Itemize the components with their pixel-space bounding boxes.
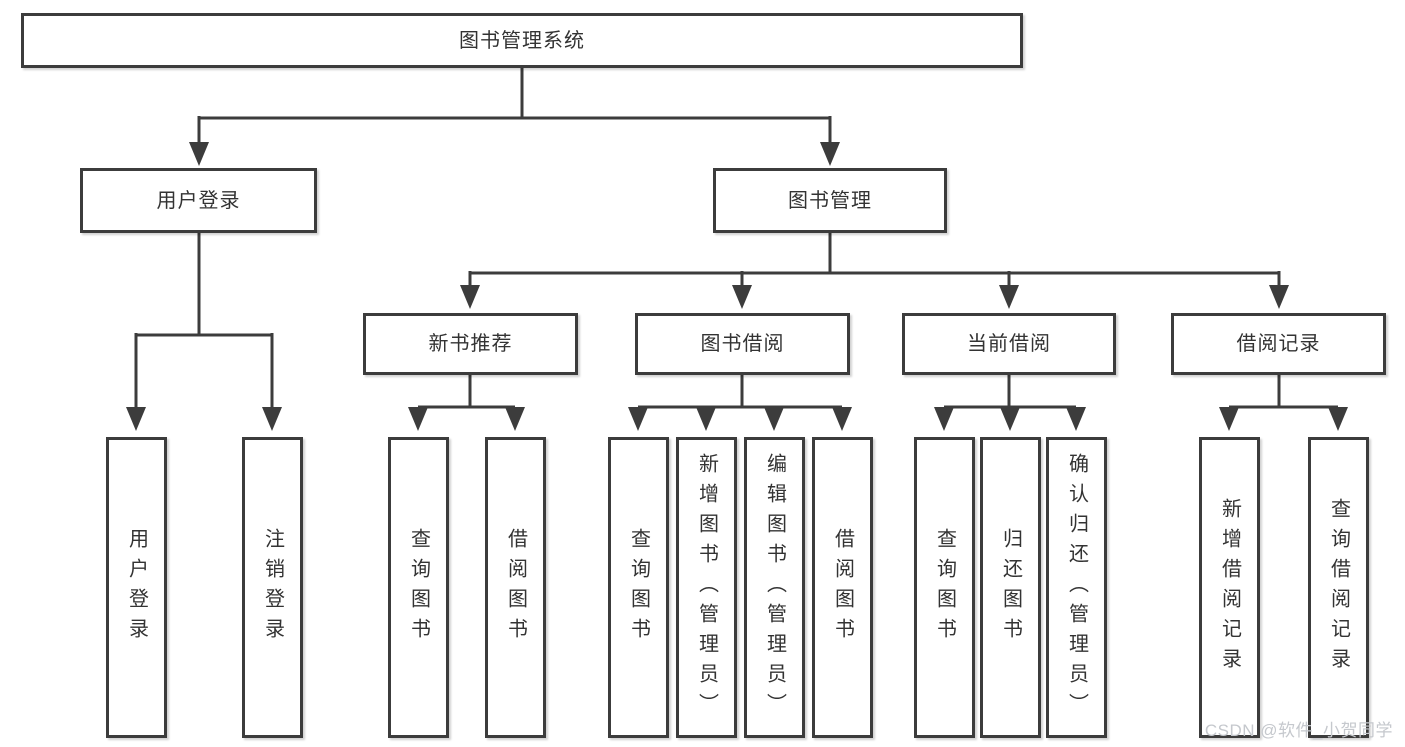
leaf-cur-return-books: 归还图书	[980, 437, 1041, 738]
node-user-login-label: 用户登录	[156, 189, 241, 212]
node-borrow-records-label: 借阅记录	[1236, 333, 1321, 355]
leaf-bw-edit-books-admin: 编辑图书（管理员）	[744, 437, 805, 738]
leaf-nb-borrow-books: 借阅图书	[485, 437, 546, 738]
node-book-borrow: 图书借阅	[635, 313, 850, 375]
leaf-bw-edit-books-admin-label: 编辑图书（管理员）	[763, 452, 786, 723]
leaf-bw-borrow-books: 借阅图书	[812, 437, 873, 738]
leaf-nb-borrow-books-label: 借阅图书	[504, 527, 527, 648]
leaf-cur-query-books: 查询图书	[914, 437, 975, 738]
leaf-bw-borrow-books-label: 借阅图书	[831, 527, 854, 648]
node-book-management-label: 图书管理	[788, 189, 872, 212]
leaf-bw-add-books-admin-label: 新增图书（管理员）	[695, 452, 718, 723]
leaf-logout: 注销登录	[242, 437, 303, 738]
node-current-borrow-label: 当前借阅	[967, 333, 1051, 355]
node-borrow-records: 借阅记录	[1171, 313, 1386, 375]
node-user-login: 用户登录	[80, 168, 317, 233]
node-library-system: 图书管理系统	[21, 13, 1023, 68]
leaf-logout-label: 注销登录	[261, 527, 284, 648]
leaf-cur-confirm-return-admin-label: 确认归还（管理员）	[1065, 452, 1088, 723]
leaf-cur-confirm-return-admin: 确认归还（管理员）	[1046, 437, 1107, 738]
leaf-nb-query-books-label: 查询图书	[407, 527, 430, 648]
node-current-borrow: 当前借阅	[902, 313, 1116, 375]
leaf-rec-query-record: 查询借阅记录	[1308, 437, 1369, 738]
node-book-management: 图书管理	[713, 168, 947, 233]
node-library-system-label: 图书管理系统	[459, 29, 585, 52]
leaf-bw-query-books: 查询图书	[608, 437, 669, 738]
node-new-book-recommend: 新书推荐	[363, 313, 578, 375]
csdn-watermark: CSDN @软件_小贺同学	[1204, 721, 1393, 740]
leaf-cur-query-books-label: 查询图书	[933, 527, 956, 648]
leaf-nb-query-books: 查询图书	[388, 437, 449, 738]
node-new-book-recommend-label: 新书推荐	[428, 333, 513, 355]
leaf-rec-add-record-label: 新增借阅记录	[1218, 497, 1241, 678]
node-book-borrow-label: 图书借阅	[700, 333, 785, 355]
leaf-rec-add-record: 新增借阅记录	[1199, 437, 1260, 738]
leaf-cur-return-books-label: 归还图书	[999, 527, 1022, 648]
leaf-user-login: 用户登录	[106, 437, 167, 738]
leaf-user-login-label: 用户登录	[125, 527, 148, 648]
leaf-bw-add-books-admin: 新增图书（管理员）	[676, 437, 737, 738]
leaf-rec-query-record-label: 查询借阅记录	[1327, 497, 1350, 678]
leaf-bw-query-books-label: 查询图书	[627, 527, 650, 648]
